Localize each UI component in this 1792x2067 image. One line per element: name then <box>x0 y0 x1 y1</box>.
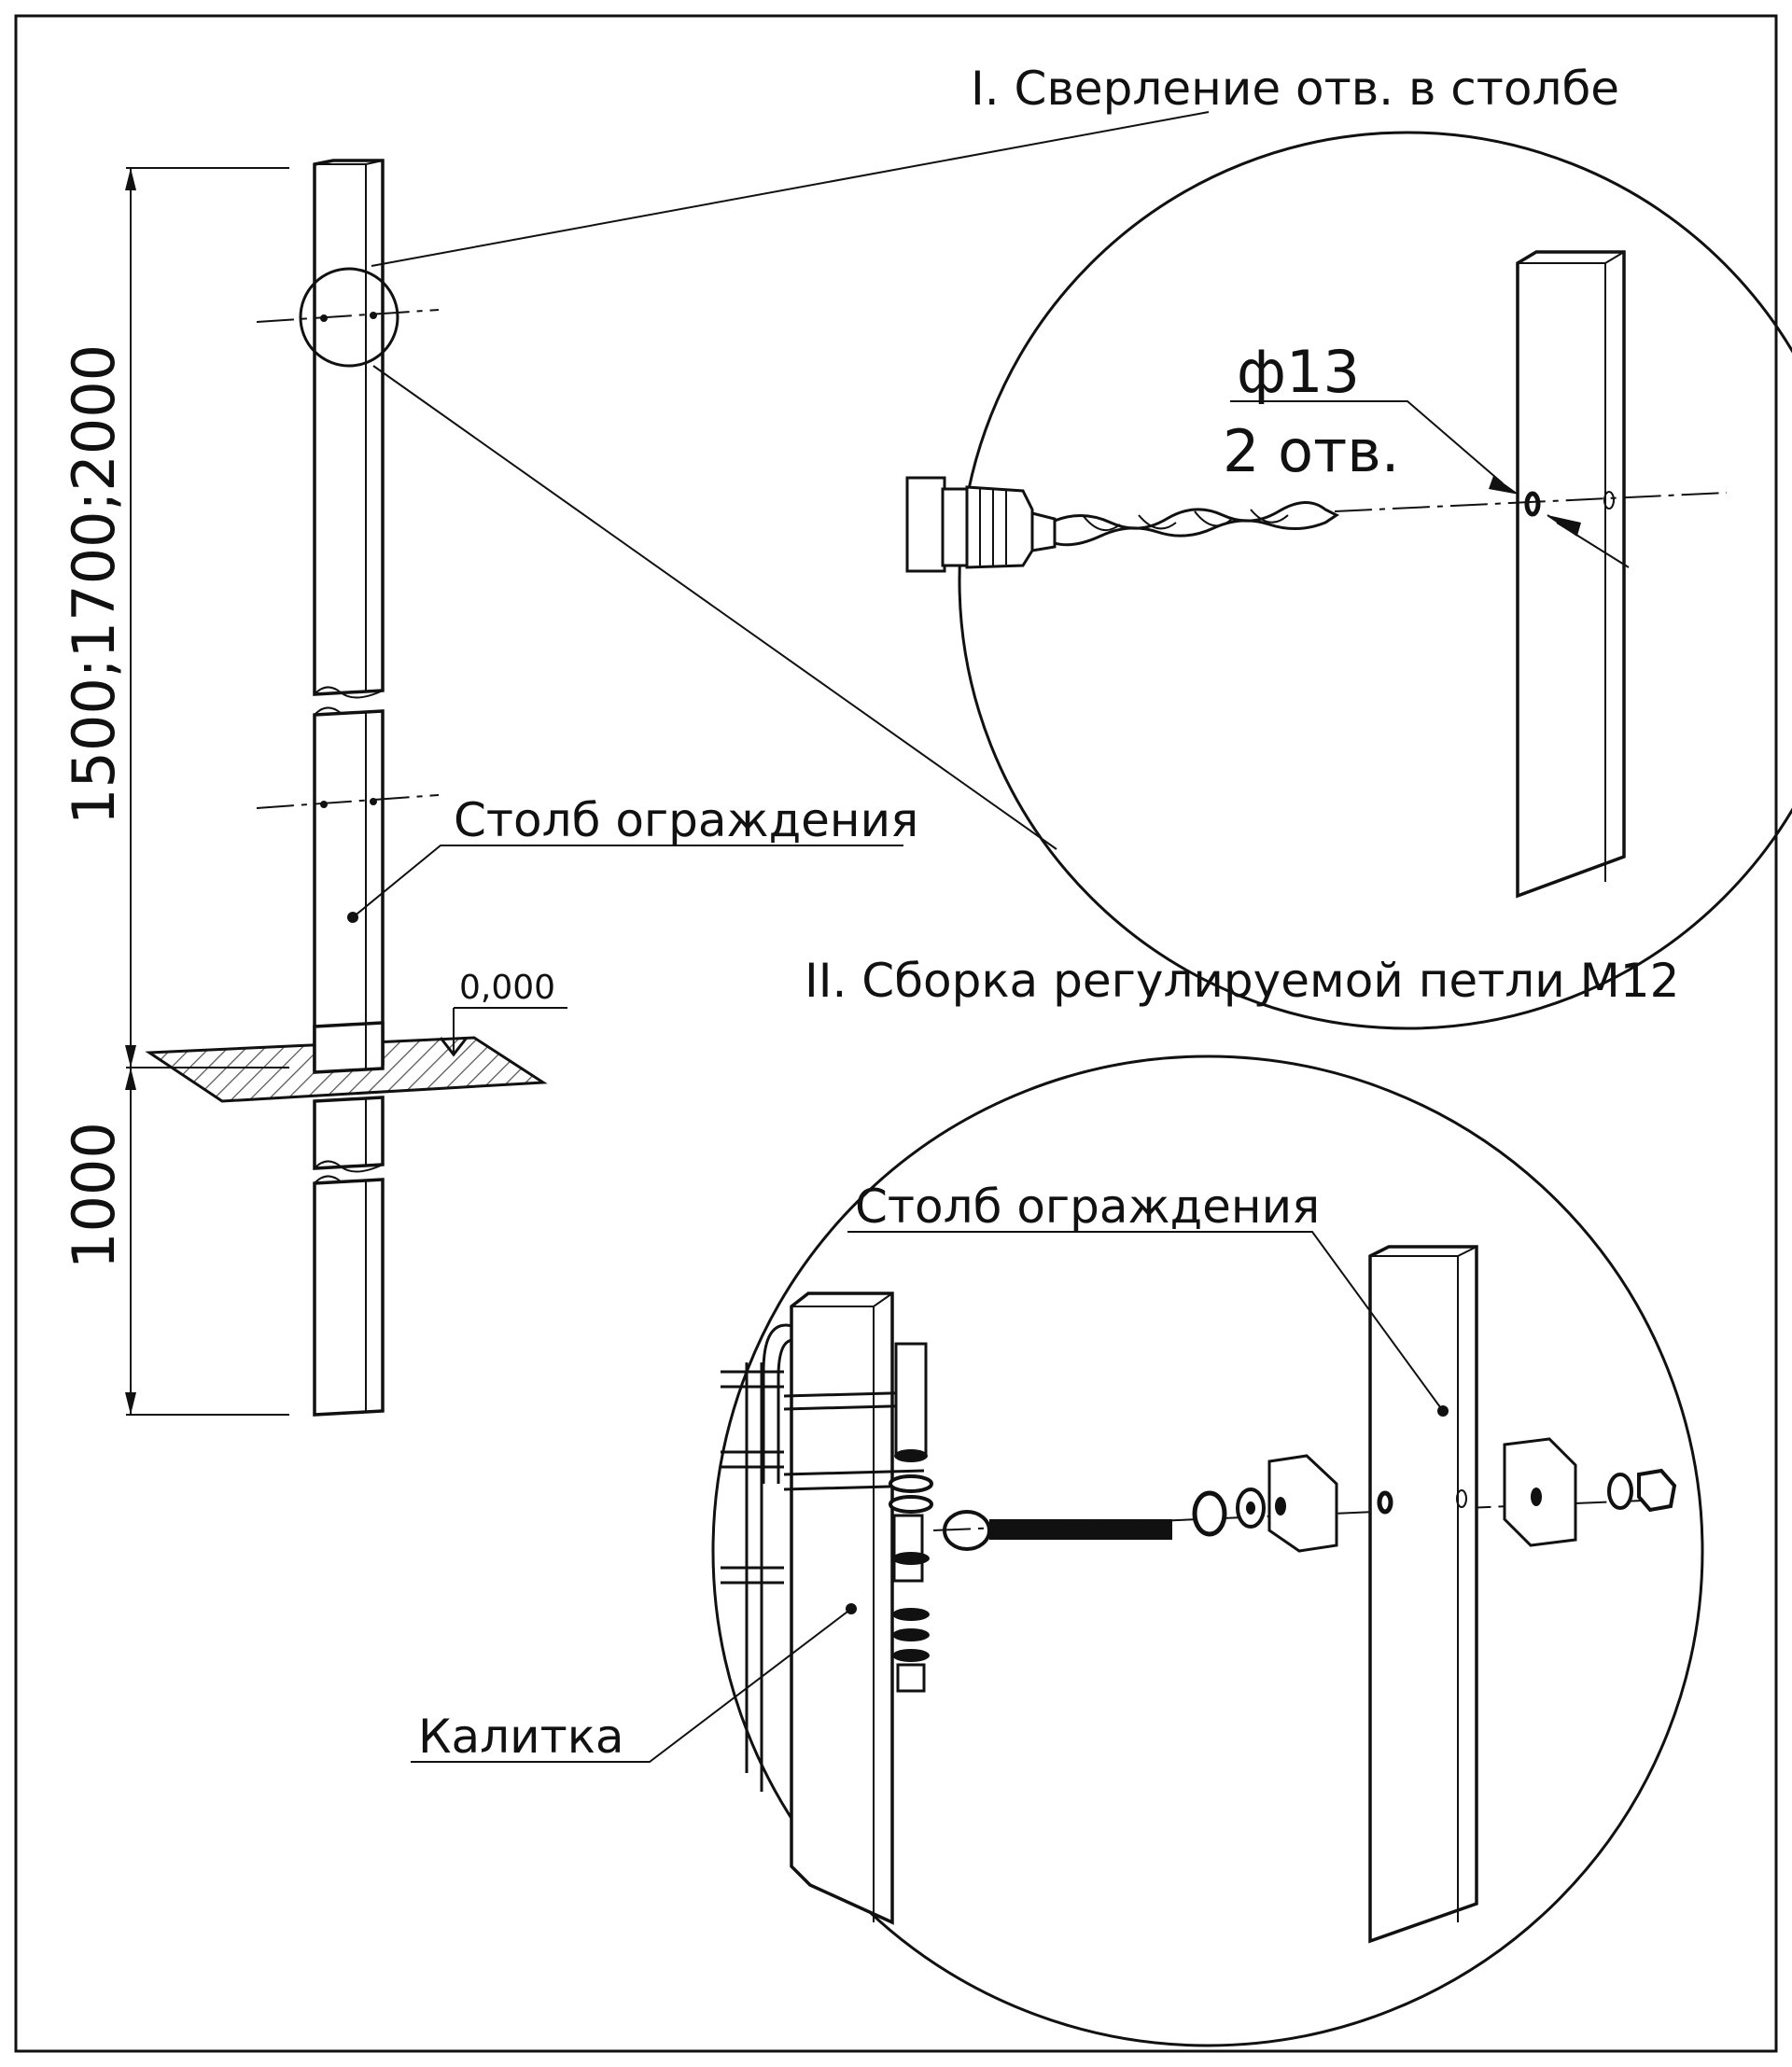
detail-2-circle <box>711 1054 1704 2047</box>
detail-1-drilling: I. Сверление отв. в столбе ф13 2 отв. <box>905 62 1792 1030</box>
post-upper <box>313 159 385 696</box>
detail-marker-1 <box>299 267 399 368</box>
hinge-bracket-icon <box>889 1342 933 1693</box>
drawing-frame <box>14 14 1778 2053</box>
bracket-plate-2-icon <box>1503 1437 1577 1547</box>
nut-icon <box>1192 1490 1227 1537</box>
detail-2-hinge-assembly: II. Сборка регулируемой петли М12 <box>411 954 1704 2047</box>
detail-1-circle <box>958 131 1792 1030</box>
ground-level-mark: 0,000 <box>459 969 555 1007</box>
post-bottom <box>313 1178 385 1417</box>
detail-2-post <box>1368 1245 1478 1944</box>
eye-bolt-icon <box>943 1510 1172 1551</box>
hole-count: 2 отв. <box>1223 417 1399 485</box>
drill-icon <box>905 476 1339 573</box>
section-2-title: II. Сборка регулируемой петли М12 <box>805 954 1679 1008</box>
nut-2-icon <box>1637 1468 1677 1513</box>
depth-dimension: 1000 <box>60 1122 128 1269</box>
post-label-detail: Столб ограждения <box>855 1180 1320 1234</box>
washer-icon <box>1236 1487 1266 1529</box>
detail-1-post <box>1516 250 1626 899</box>
gate-label: Калитка <box>418 1710 624 1764</box>
section-1-title: I. Сверление отв. в столбе <box>971 62 1619 116</box>
post-label-main: Столб ограждения <box>454 793 918 847</box>
post-overview: 1500;1700;2000 1000 0,000 Столб огражден… <box>60 159 918 1417</box>
gate <box>721 1323 810 1792</box>
height-dimension: 1500;1700;2000 <box>60 344 128 825</box>
post-underground <box>313 1096 385 1170</box>
hole-diameter: ф13 <box>1237 338 1360 406</box>
gate-post <box>790 1292 894 1925</box>
post-middle <box>313 709 385 1071</box>
washer-2-icon <box>1607 1473 1633 1510</box>
bracket-plate-1-icon <box>1267 1454 1338 1553</box>
